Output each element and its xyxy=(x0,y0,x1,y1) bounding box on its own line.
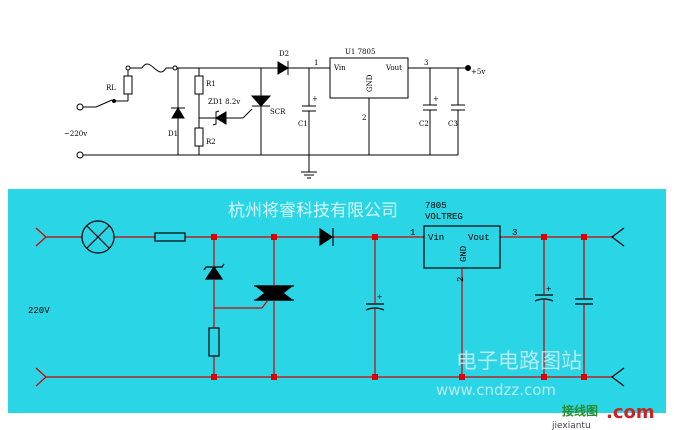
label-ac-in: ~220v xyxy=(64,130,87,138)
label-pin1-bottom: 1 xyxy=(410,228,415,238)
label-cap2-plus: + xyxy=(546,285,551,295)
label-u1: U1 7805 xyxy=(345,48,375,56)
label-pin2: 2 xyxy=(362,114,366,122)
label-r1: R1 xyxy=(206,80,216,88)
diode-d2 xyxy=(277,61,289,75)
watermark-jiexiantu-cn: 接线图 xyxy=(562,403,598,418)
top-schematic xyxy=(76,57,471,179)
junction-dots xyxy=(211,234,587,380)
bottom-labels: 7805 VOLTREG Vin Vout GND 1 2 3 220V + + xyxy=(28,201,551,316)
label-c1-plus: + xyxy=(312,95,318,103)
watermarks: 电子电路图站 www.cndzz.com 接线图 .com jiexiantu xyxy=(436,349,655,430)
label-c2-plus: + xyxy=(433,95,439,103)
label-zd1: ZD1 8.2v xyxy=(208,98,240,106)
watermark-company: 杭州将睿科技有限公司 xyxy=(228,201,398,221)
scr xyxy=(250,95,272,107)
label-pin3: 3 xyxy=(424,59,428,67)
label-pin1: 1 xyxy=(314,59,318,67)
label-scr: SCR xyxy=(270,108,286,116)
input-terminal-top xyxy=(76,103,84,111)
output-terminal xyxy=(465,65,471,71)
watermark-site-url: www.cndzz.com xyxy=(436,381,556,399)
relay-switch xyxy=(95,99,113,108)
bottom-panel xyxy=(8,189,666,413)
input-terminal-bottom xyxy=(76,151,84,159)
fuse xyxy=(141,63,167,73)
relay-coil xyxy=(123,75,133,95)
label-pin3-bottom: 3 xyxy=(512,228,517,238)
label-rl: RL xyxy=(106,84,116,92)
label-ic-type: VOLTREG xyxy=(425,212,463,222)
regulator-u1 xyxy=(329,57,409,99)
label-vout: Vout xyxy=(385,64,402,72)
label-c3: C3 xyxy=(448,120,458,128)
label-c1: C1 xyxy=(298,120,308,128)
label-ic-name: 7805 xyxy=(425,201,447,211)
label-vin: Vin xyxy=(333,64,346,72)
label-r2: R2 xyxy=(206,138,216,146)
top-labels: RL R1 R2 ZD1 8.2v D1 D2 SCR C1 C2 C3 U1 … xyxy=(64,48,485,146)
label-d1: D1 xyxy=(168,130,178,138)
zener-zd1 xyxy=(215,111,227,125)
regulator-bottom xyxy=(423,225,501,269)
label-vout-bottom: Vout xyxy=(468,233,490,243)
label-d2: D2 xyxy=(279,50,289,58)
label-vin-bottom: Vin xyxy=(428,233,444,243)
watermark-jiexiantu-com: .com xyxy=(606,402,655,423)
diode-bottom xyxy=(319,227,334,247)
output-arrow-top xyxy=(611,227,625,247)
label-pin2-bottom: 2 xyxy=(456,277,466,282)
label-ac-in-bottom: 220V xyxy=(28,306,50,316)
resistor-r1 xyxy=(194,75,204,95)
output-arrow-bottom xyxy=(611,367,625,387)
bottom-schematic xyxy=(35,227,612,387)
watermark-site-cn: 电子电路图站 xyxy=(456,349,582,373)
resistor-r2 xyxy=(194,127,204,147)
label-gnd-bottom: GND xyxy=(459,246,469,262)
diode-d1 xyxy=(171,107,185,119)
resistor-bottom xyxy=(208,327,220,357)
fuse-bottom xyxy=(154,232,186,242)
label-cap1-plus: + xyxy=(377,293,382,303)
watermark-jiexiantu-url: jiexiantu xyxy=(551,421,591,430)
label-out: +5v xyxy=(471,68,485,76)
label-gnd: GND xyxy=(366,74,374,92)
label-c2: C2 xyxy=(419,120,429,128)
